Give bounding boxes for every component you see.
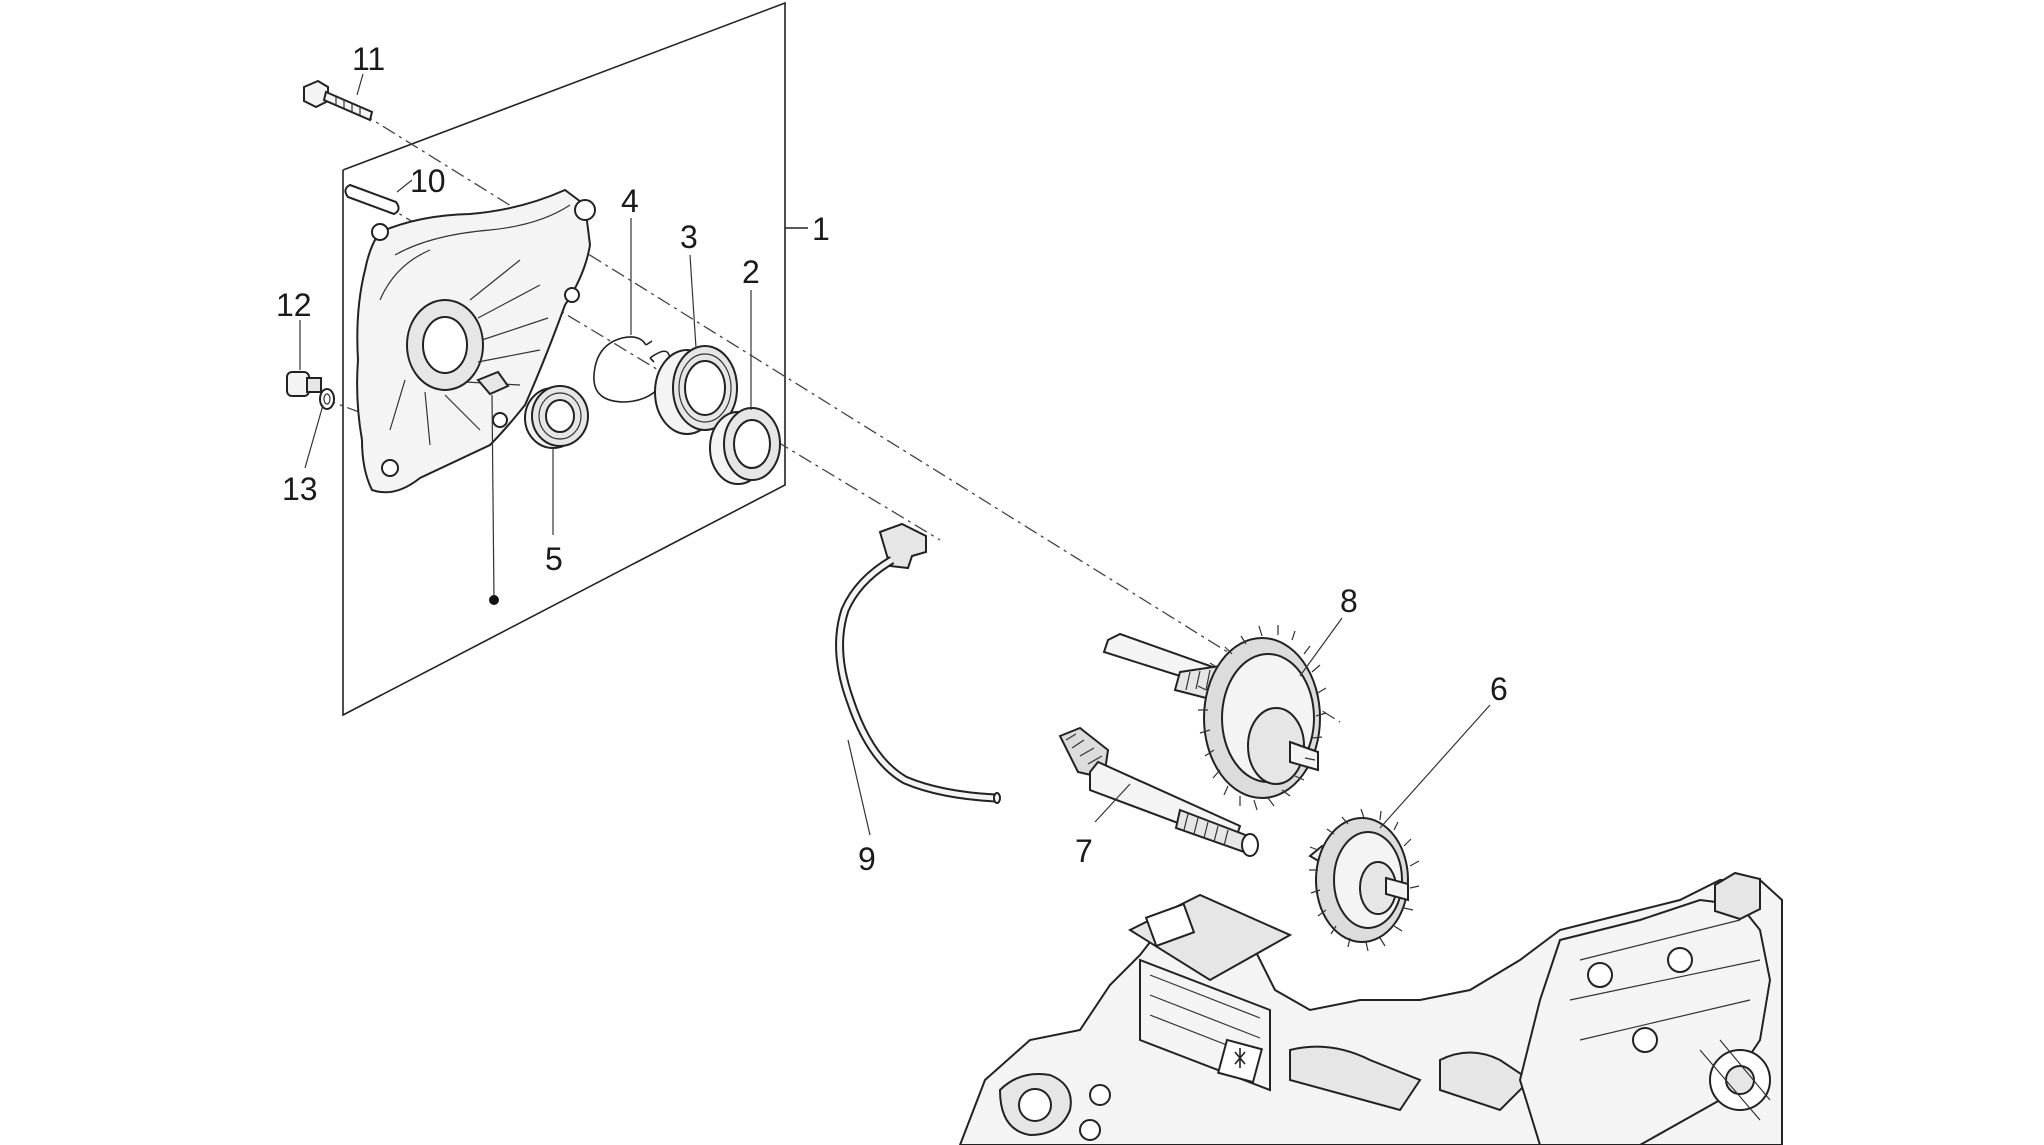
oil-seal-2 <box>709 407 781 485</box>
shaft-gear-8 <box>1102 625 1327 811</box>
callout-6: 6 <box>1490 671 1508 707</box>
callout-9: 9 <box>858 841 876 877</box>
transmission-cover-housing <box>356 188 596 605</box>
callout-2: 2 <box>742 254 760 290</box>
engine-assembly <box>958 871 1783 1145</box>
leader-lines <box>299 73 1491 836</box>
gear-6 <box>1308 808 1420 952</box>
callout-13: 13 <box>282 471 318 507</box>
callout-5: 5 <box>545 541 563 577</box>
callout-7: 7 <box>1075 833 1093 869</box>
marker-dot <box>489 595 499 605</box>
cover-group-panel <box>342 1 808 717</box>
screw-12 <box>286 371 322 397</box>
bolt-11 <box>303 79 374 122</box>
callout-10: 10 <box>410 163 446 199</box>
callout-11: 11 <box>352 41 385 77</box>
callout-3: 3 <box>680 219 698 255</box>
callout-12: 12 <box>276 287 312 323</box>
callout-4: 4 <box>621 183 639 219</box>
callout-8: 8 <box>1340 583 1358 619</box>
breather-hose-9 <box>835 522 1001 804</box>
bearing-5 <box>524 385 589 449</box>
callout-1: 1 <box>812 211 830 247</box>
pinion-shaft-7 <box>1058 726 1259 857</box>
bearing-3 <box>654 345 738 435</box>
pin-10 <box>344 183 400 216</box>
washer-13 <box>319 388 335 410</box>
